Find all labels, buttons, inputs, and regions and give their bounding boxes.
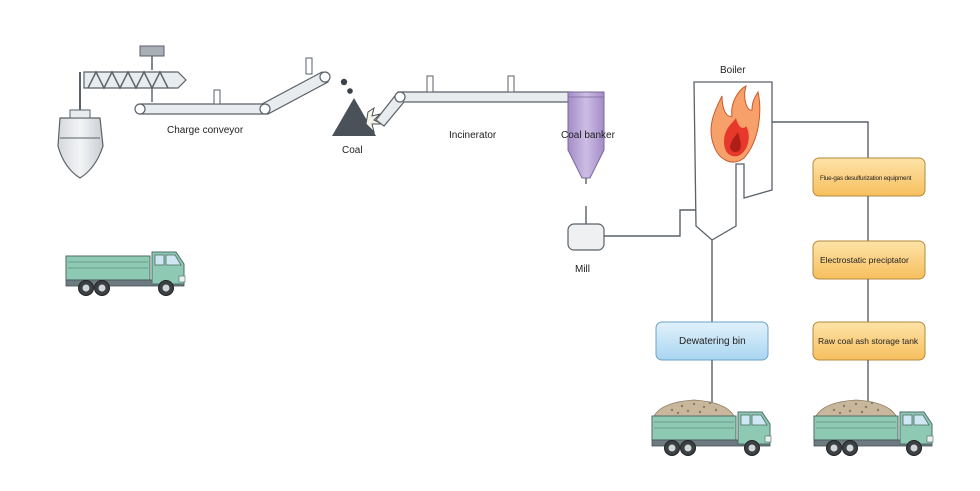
raw-ash-label: Raw coal ash storage tank	[818, 336, 919, 346]
mill	[568, 206, 604, 250]
truck-icon	[66, 252, 185, 296]
coal-pile-icon	[332, 79, 382, 136]
flue-gas-label: Flue-gas desulfurization equipment	[820, 175, 912, 182]
coal-banker-label: Coal banker	[561, 130, 616, 141]
mill-to-boiler-pipe	[604, 210, 696, 236]
mill-label: Mill	[575, 264, 590, 275]
coal-label: Coal	[342, 145, 363, 156]
truck-icon	[814, 400, 933, 456]
electrostatic-label: Electrostatic preciptator	[820, 255, 909, 265]
incinerator-conveyor	[376, 76, 572, 126]
boiler-label: Boiler	[720, 65, 746, 76]
screw-feeder-icon	[84, 46, 186, 102]
charge-conveyor-label: Charge conveyor	[167, 125, 244, 136]
incinerator-label: Incinerator	[449, 130, 497, 141]
dewatering-label: Dewatering bin	[679, 336, 746, 347]
truck-icon	[652, 400, 771, 456]
boiler-to-flue-pipe	[772, 122, 868, 158]
